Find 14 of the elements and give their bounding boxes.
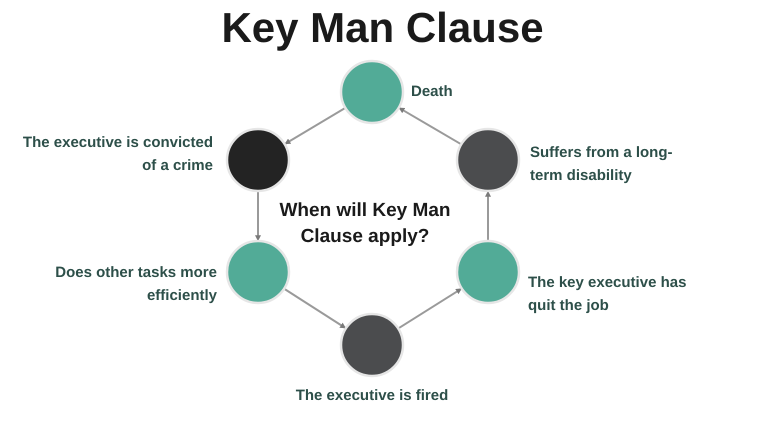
node-caption: The key executive has quit the job bbox=[528, 273, 688, 316]
arrow bbox=[485, 190, 491, 240]
arrow bbox=[284, 108, 346, 144]
arrow bbox=[284, 288, 346, 329]
title: Key Man Clause bbox=[220, 4, 545, 52]
node-caption: Does other tasks more efficiently bbox=[54, 263, 217, 306]
node-caption: Suffers from a long-term disability bbox=[530, 143, 674, 186]
arrow bbox=[255, 192, 261, 242]
arrow bbox=[398, 288, 462, 329]
node-caption: The executive is convicted of a crime bbox=[22, 133, 213, 176]
node-caption: The executive is fired bbox=[294, 386, 450, 406]
node-caption: Death bbox=[411, 82, 454, 102]
center-question: When will Key Man Clause apply? bbox=[278, 199, 452, 249]
arrow bbox=[398, 107, 461, 145]
